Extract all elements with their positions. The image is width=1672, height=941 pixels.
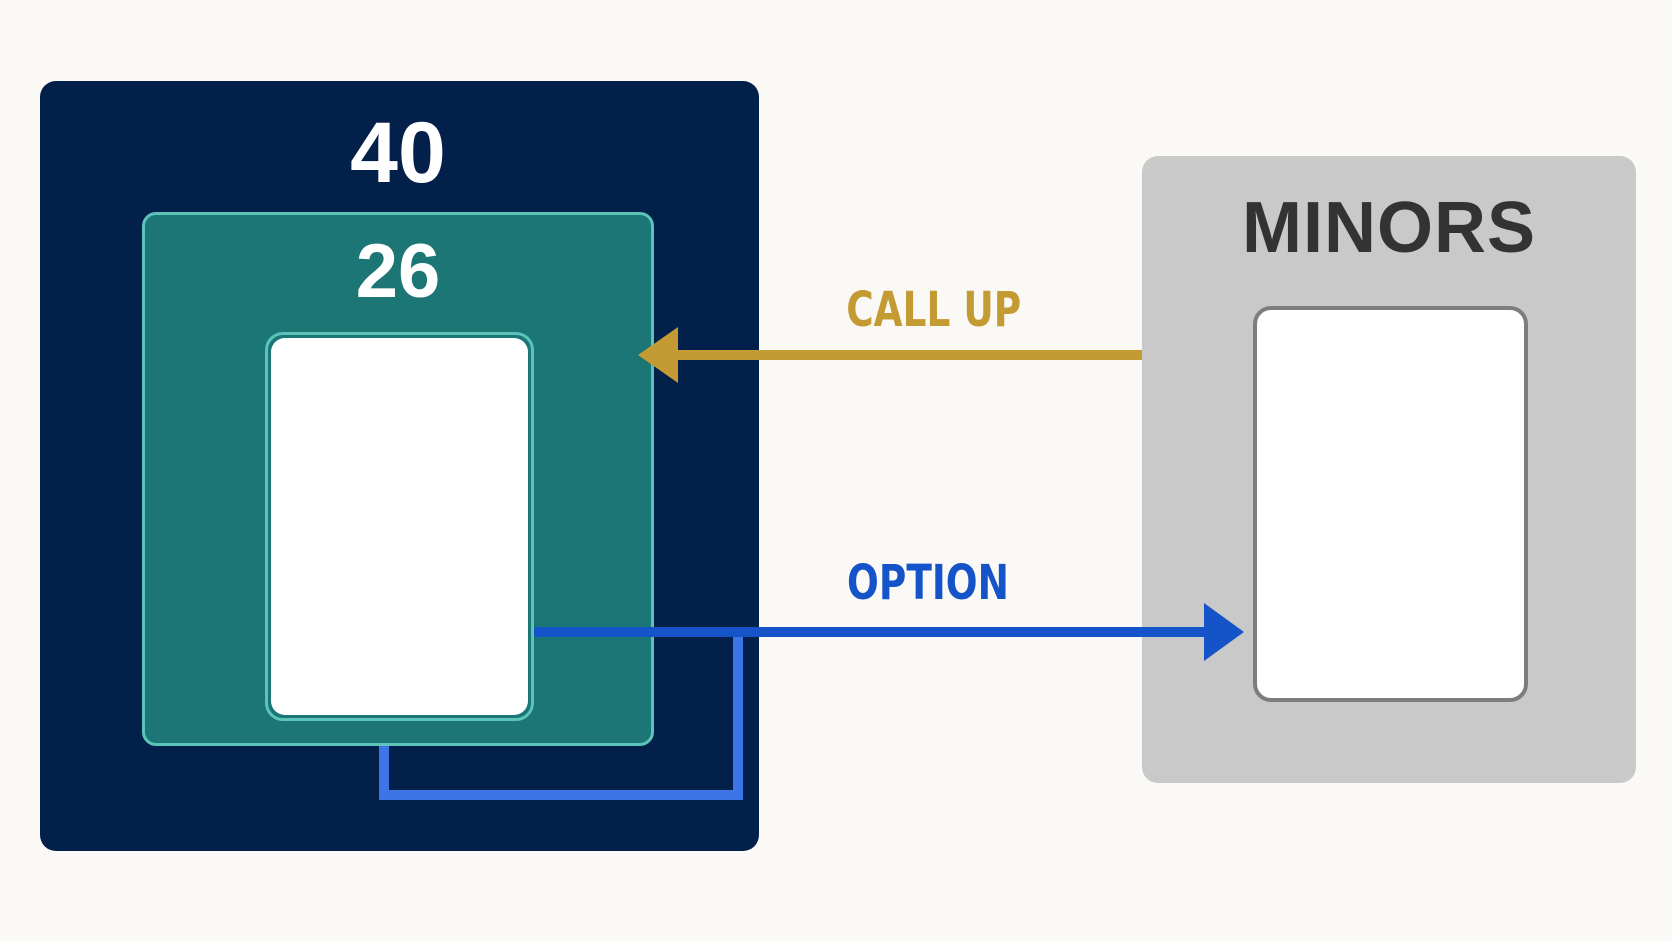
- active-player-card: [271, 338, 528, 715]
- forty-man-roster-label: 40: [350, 105, 446, 201]
- minors-player-card: [1253, 306, 1528, 702]
- option-label: OPTION: [847, 555, 1009, 611]
- call-up-label: CALL UP: [846, 282, 1022, 338]
- twenty-six-man-roster-label: 26: [355, 229, 441, 314]
- minors-label: MINORS: [1242, 188, 1536, 268]
